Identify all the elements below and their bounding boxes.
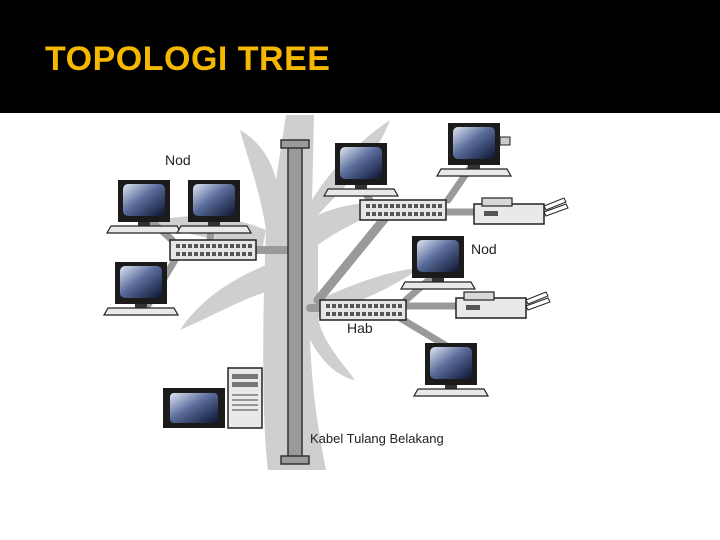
- monitor-icon: [103, 261, 179, 316]
- hub-icon: [169, 239, 257, 261]
- node-label-top: Nod: [165, 152, 191, 168]
- monitor-icon: [436, 122, 512, 177]
- slide-title: TOPOLOGI TREE: [45, 40, 331, 78]
- network-cables: [144, 161, 482, 349]
- server-tower-icon: [163, 367, 263, 429]
- hub-icon: [319, 299, 407, 321]
- printer-icon: [473, 197, 569, 225]
- printer-icon: [455, 291, 551, 319]
- monitor-icon: [400, 235, 476, 290]
- hub-label: Hab: [347, 320, 373, 336]
- backbone-label: Kabel Tulang Belakang: [310, 431, 444, 446]
- backbone-cable: [280, 139, 310, 465]
- hub-icon: [359, 199, 447, 221]
- title-bar: TOPOLOGI TREE: [0, 0, 720, 113]
- node-label-right: Nod: [471, 241, 497, 257]
- monitor-icon: [413, 342, 489, 397]
